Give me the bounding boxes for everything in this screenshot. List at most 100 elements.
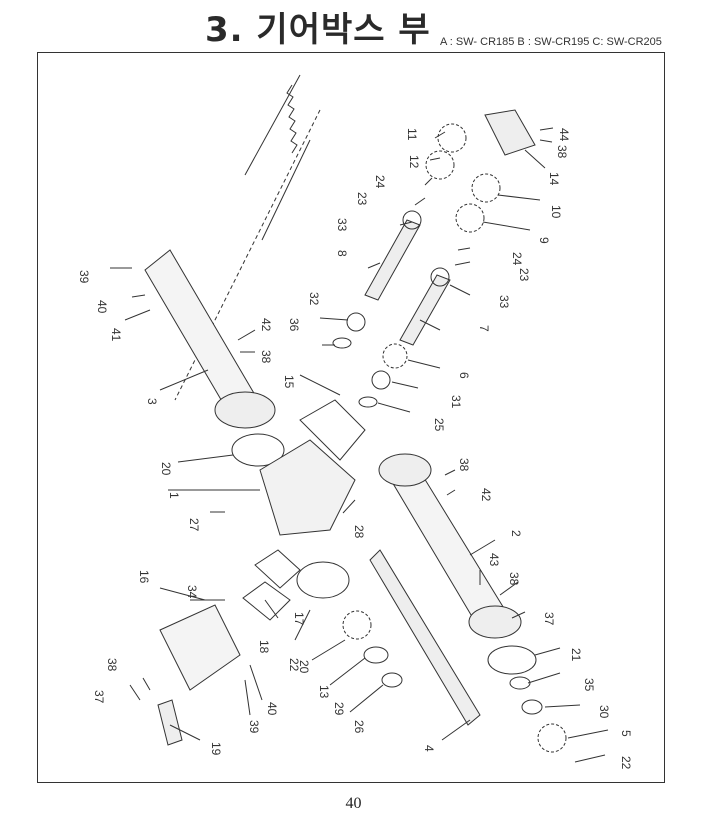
guide-line-a <box>174 109 321 401</box>
callout-c37a: 37 <box>542 612 556 626</box>
model-legend: A : SW- CR185 B : SW-CR195 C: SW-CR205 <box>440 36 662 48</box>
callout-c20b: 20 <box>297 660 311 674</box>
callout-c22a: 22 <box>287 658 301 672</box>
callout-c14: 14 <box>547 172 561 186</box>
rod <box>261 139 311 241</box>
callout-c39a: 39 <box>77 270 91 284</box>
callout-c38b: 38 <box>259 350 273 364</box>
callout-c23b: 23 <box>517 268 531 282</box>
callout-c18: 18 <box>257 640 271 654</box>
callout-labels: 4438141112242333109242333873236631251539… <box>77 128 633 770</box>
callout-c21: 21 <box>569 648 583 662</box>
callout-c13: 13 <box>317 685 331 699</box>
plate-18 <box>242 581 291 621</box>
callout-c40a: 40 <box>95 300 109 314</box>
bearing-30 <box>521 699 543 715</box>
callout-c44: 44 <box>557 128 571 142</box>
gear-5 <box>537 723 567 753</box>
callout-c31: 31 <box>449 395 463 409</box>
callout-c12: 12 <box>407 155 421 169</box>
callout-c30: 30 <box>597 705 611 719</box>
callout-c38c: 38 <box>457 458 471 472</box>
oring-25 <box>358 396 378 408</box>
bearing-31 <box>371 370 391 390</box>
ring-35 <box>509 676 531 690</box>
callout-c4: 4 <box>422 745 436 752</box>
callout-c9: 9 <box>537 237 551 244</box>
side-cover-16 <box>159 604 241 691</box>
callout-c10: 10 <box>549 205 563 219</box>
spring <box>286 84 298 154</box>
callout-c38a: 38 <box>555 145 569 159</box>
callout-c6: 6 <box>457 372 471 379</box>
callout-c43: 43 <box>487 553 501 567</box>
callout-c8: 8 <box>335 250 349 257</box>
flange-2b <box>468 605 522 639</box>
page-number: 40 <box>345 795 362 812</box>
gearbox-1 <box>259 439 356 536</box>
oring-36 <box>332 337 352 349</box>
callout-c40b: 40 <box>265 702 279 716</box>
callout-c33b: 33 <box>497 295 511 309</box>
callout-c22b: 22 <box>619 756 633 770</box>
gear-9 <box>455 203 485 233</box>
bearing-26 <box>381 672 403 688</box>
callout-c19: 19 <box>209 742 223 756</box>
callout-c23a: 23 <box>355 192 369 206</box>
plate-17 <box>254 549 301 589</box>
callout-c38e: 38 <box>105 658 119 672</box>
callout-c29: 29 <box>332 702 346 716</box>
gear-13 <box>342 610 372 640</box>
cover-14 <box>484 109 536 156</box>
housing-tube-3 <box>144 249 256 416</box>
page-title: 3. 기어박스 부 <box>205 10 431 50</box>
callout-c33a: 33 <box>335 218 349 232</box>
diagram-frame <box>37 52 665 783</box>
shaft-4 <box>369 549 481 726</box>
callout-c25: 25 <box>432 418 446 432</box>
callout-c15: 15 <box>282 375 296 389</box>
callout-c32: 32 <box>307 292 321 306</box>
gear-10 <box>471 173 501 203</box>
shaft-8 <box>364 219 421 301</box>
callout-c3: 3 <box>145 398 159 405</box>
callout-c20a: 20 <box>159 462 173 476</box>
callout-c42a: 42 <box>259 318 273 332</box>
gasket-20a <box>231 433 285 467</box>
flange-2 <box>378 453 432 487</box>
callout-c38d: 38 <box>507 572 521 586</box>
bearing-33a <box>402 210 422 230</box>
callout-c35: 35 <box>582 678 596 692</box>
callout-c28: 28 <box>352 525 366 539</box>
callout-c5: 5 <box>619 730 633 737</box>
pin-19 <box>157 699 183 746</box>
callout-c41: 41 <box>109 328 123 342</box>
callout-c2: 2 <box>509 530 523 537</box>
callout-c39b: 39 <box>247 720 261 734</box>
gear-12 <box>425 150 455 180</box>
callout-c36: 36 <box>287 318 301 332</box>
gear-11 <box>437 123 467 153</box>
callout-c24a: 24 <box>373 175 387 189</box>
callout-c24b: 24 <box>510 252 524 266</box>
bearing-32 <box>346 312 366 332</box>
bearing-33b <box>430 267 450 287</box>
callout-c1: 1 <box>167 492 181 499</box>
spring-rod <box>244 74 301 176</box>
callout-c17: 17 <box>292 612 306 626</box>
gear-6 <box>382 343 408 369</box>
gasket-21 <box>487 645 537 675</box>
callout-c26: 26 <box>352 720 366 734</box>
callout-c7: 7 <box>477 325 491 332</box>
shaft-7 <box>399 274 451 346</box>
callout-c37b: 37 <box>92 690 106 704</box>
bearing-29 <box>363 646 389 664</box>
callout-c11: 11 <box>405 128 419 141</box>
callout-c27: 27 <box>187 518 201 532</box>
flange-3 <box>214 391 276 429</box>
gasket-20b <box>296 561 350 599</box>
callout-c16: 16 <box>137 570 151 584</box>
callout-c34: 34 <box>185 585 199 599</box>
gasket-15 <box>299 399 366 461</box>
